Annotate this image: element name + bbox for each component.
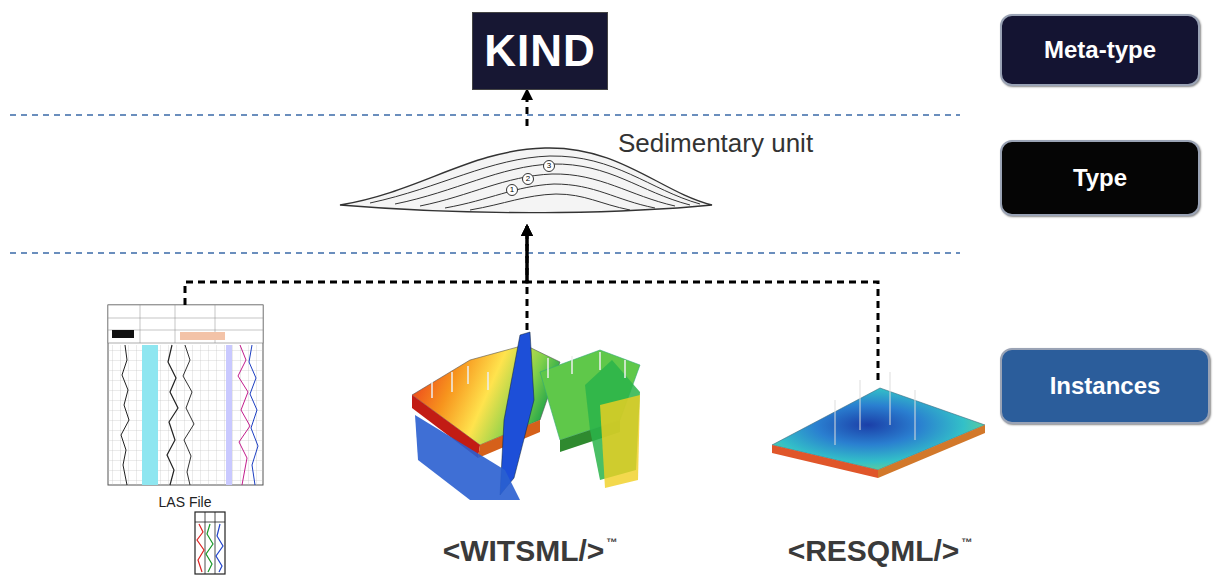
text-group: <WITSML/>™	[443, 534, 618, 568]
dashed-arrow	[527, 226, 878, 380]
text-group: <RESQML/>™	[788, 534, 973, 568]
trademark-mark: ™	[961, 536, 972, 548]
node-label: <RESQML/>	[788, 534, 960, 568]
reservoir-grid	[772, 372, 985, 478]
text-group: Meta-type	[1044, 36, 1156, 64]
instance-item: <WITSML/>™	[405, 330, 655, 568]
level-separator	[10, 114, 960, 116]
reservoir-model	[412, 332, 640, 500]
node-label: <WITSML/>	[443, 534, 605, 568]
text-group: KIND	[484, 26, 596, 76]
level-separator	[10, 252, 960, 254]
text-group: Type	[1073, 164, 1127, 192]
level-badge: Type	[1000, 140, 1200, 216]
node-label: Type	[1073, 164, 1127, 192]
dashed-arrow	[185, 226, 527, 305]
node-label: Meta-type	[1044, 36, 1156, 64]
text-group: Instances	[1050, 372, 1161, 400]
instance-item: <RESQML/>™	[765, 380, 995, 568]
node-label: Sedimentary unit	[618, 128, 813, 159]
trademark-mark: ™	[606, 536, 617, 548]
meta-type-box: KIND	[472, 12, 608, 90]
node-label: LAS File	[159, 494, 212, 510]
type-illustration: Sedimentary unit	[340, 126, 818, 226]
las-icon	[195, 512, 225, 574]
dashed-arrow	[526, 226, 529, 330]
text-group: LAS File	[159, 494, 212, 510]
callout-number: 1	[507, 185, 517, 195]
level-badge: Instances	[1000, 348, 1210, 424]
node-label: Instances	[1050, 372, 1161, 400]
node-label: KIND	[484, 26, 596, 76]
callout-number: 2	[523, 174, 533, 184]
level-badge: Meta-type	[1000, 14, 1200, 86]
callout-number: 3	[544, 161, 554, 171]
instance-item: LAS File	[105, 305, 265, 510]
well-log-sheet	[108, 305, 263, 485]
dashed-arrow	[526, 90, 529, 126]
